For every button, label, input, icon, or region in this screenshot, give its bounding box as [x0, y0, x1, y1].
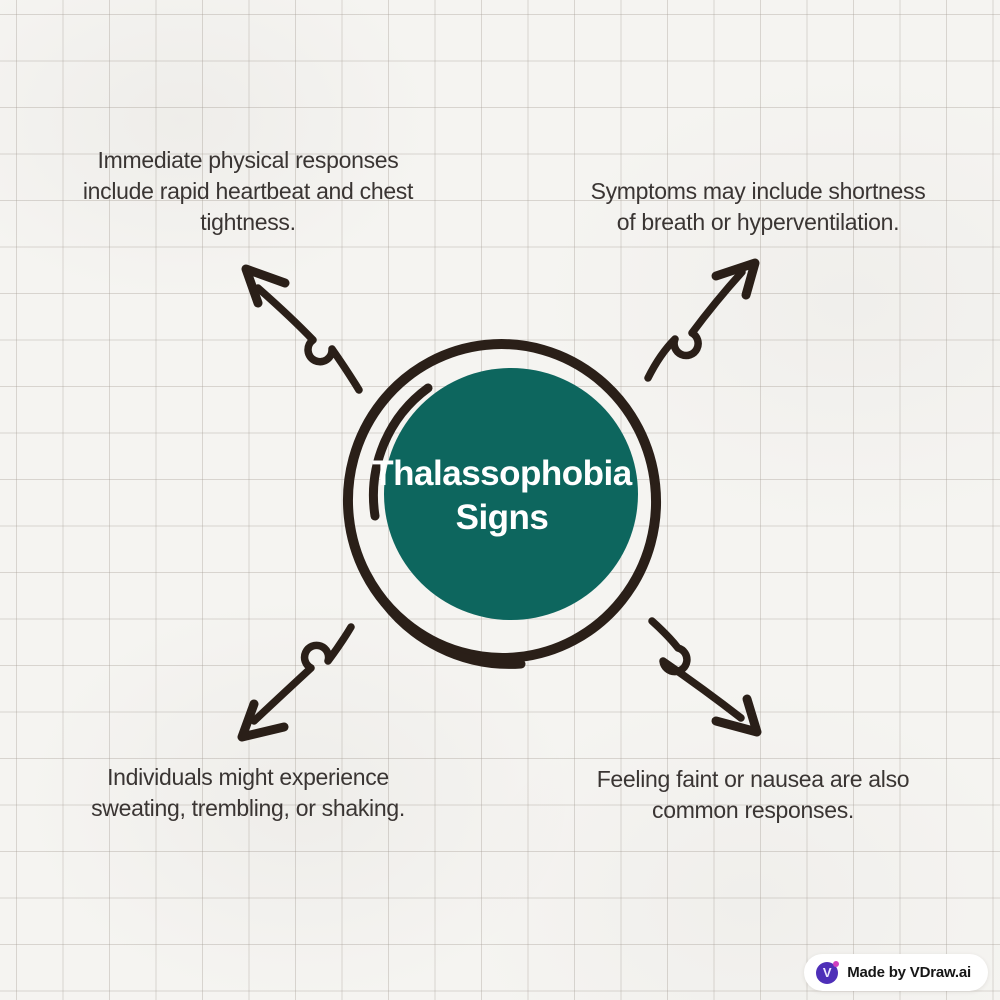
vdraw-badge[interactable]: V Made by VDraw.ai: [804, 954, 988, 991]
center-circle-fill: [384, 368, 638, 620]
center-title: Thalassophobia Signs: [372, 454, 632, 537]
note-top-right: Symptoms may include shortness of breath…: [590, 178, 926, 235]
note-top-left: Immediate physical responses include rap…: [82, 147, 414, 235]
ring-sketch-arc-bottom: [372, 587, 526, 669]
vdraw-badge-label: Made by VDraw.ai: [847, 964, 971, 981]
arrow-top-right: [644, 258, 760, 382]
arrow-bottom-right: [648, 617, 762, 737]
arrow-bottom-left: [237, 623, 355, 742]
arrow-top-left: [241, 264, 363, 394]
vdraw-logo-icon: V: [816, 960, 840, 984]
note-bottom-right: Feeling faint or nausea are also common …: [596, 766, 910, 823]
note-bottom-left: Individuals might experience sweating, t…: [91, 764, 405, 821]
ring-sketch-arc-inner: [368, 383, 433, 521]
arrows: [237, 258, 762, 742]
center-circle-ring: [342, 339, 662, 669]
